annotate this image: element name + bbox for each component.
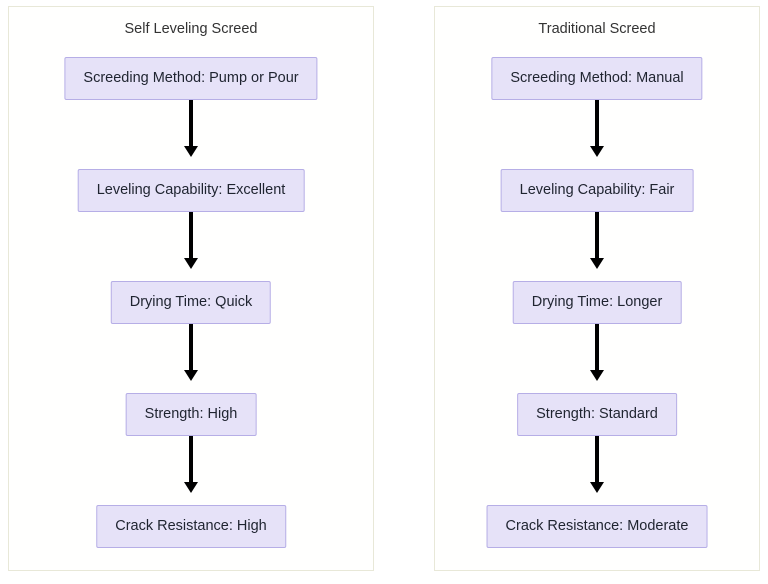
arrow-down-1 (184, 100, 198, 157)
arrow-down-2 (184, 212, 198, 269)
arrow-down-3 (184, 324, 198, 381)
panel-title-traditional-screed: Traditional Screed (538, 21, 656, 37)
flow-self-leveling-screed: Screeding Method: Pump or Pour Leveling … (9, 43, 373, 563)
node-leveling-capability[interactable]: Leveling Capability: Fair (500, 169, 694, 212)
arrow-down-1 (590, 100, 604, 157)
arrow-down-4 (590, 436, 604, 493)
arrow-down-2 (590, 212, 604, 269)
arrow-down-4 (184, 436, 198, 493)
panel-traditional-screed: Traditional Screed Screeding Method: Man… (434, 6, 760, 571)
flow-traditional-screed: Screeding Method: Manual Leveling Capabi… (435, 43, 759, 563)
node-screeding-method[interactable]: Screeding Method: Pump or Pour (64, 57, 318, 100)
node-strength[interactable]: Strength: Standard (517, 393, 677, 436)
node-drying-time[interactable]: Drying Time: Longer (512, 281, 682, 324)
panel-title-self-leveling-screed: Self Leveling Screed (124, 21, 258, 37)
node-screeding-method[interactable]: Screeding Method: Manual (491, 57, 703, 100)
arrow-down-3 (590, 324, 604, 381)
node-leveling-capability[interactable]: Leveling Capability: Excellent (77, 169, 305, 212)
panel-self-leveling-screed: Self Leveling Screed Screeding Method: P… (8, 6, 374, 571)
node-crack-resistance[interactable]: Crack Resistance: Moderate (486, 505, 708, 548)
node-drying-time[interactable]: Drying Time: Quick (110, 281, 272, 324)
node-crack-resistance[interactable]: Crack Resistance: High (96, 505, 286, 548)
node-strength[interactable]: Strength: High (125, 393, 257, 436)
